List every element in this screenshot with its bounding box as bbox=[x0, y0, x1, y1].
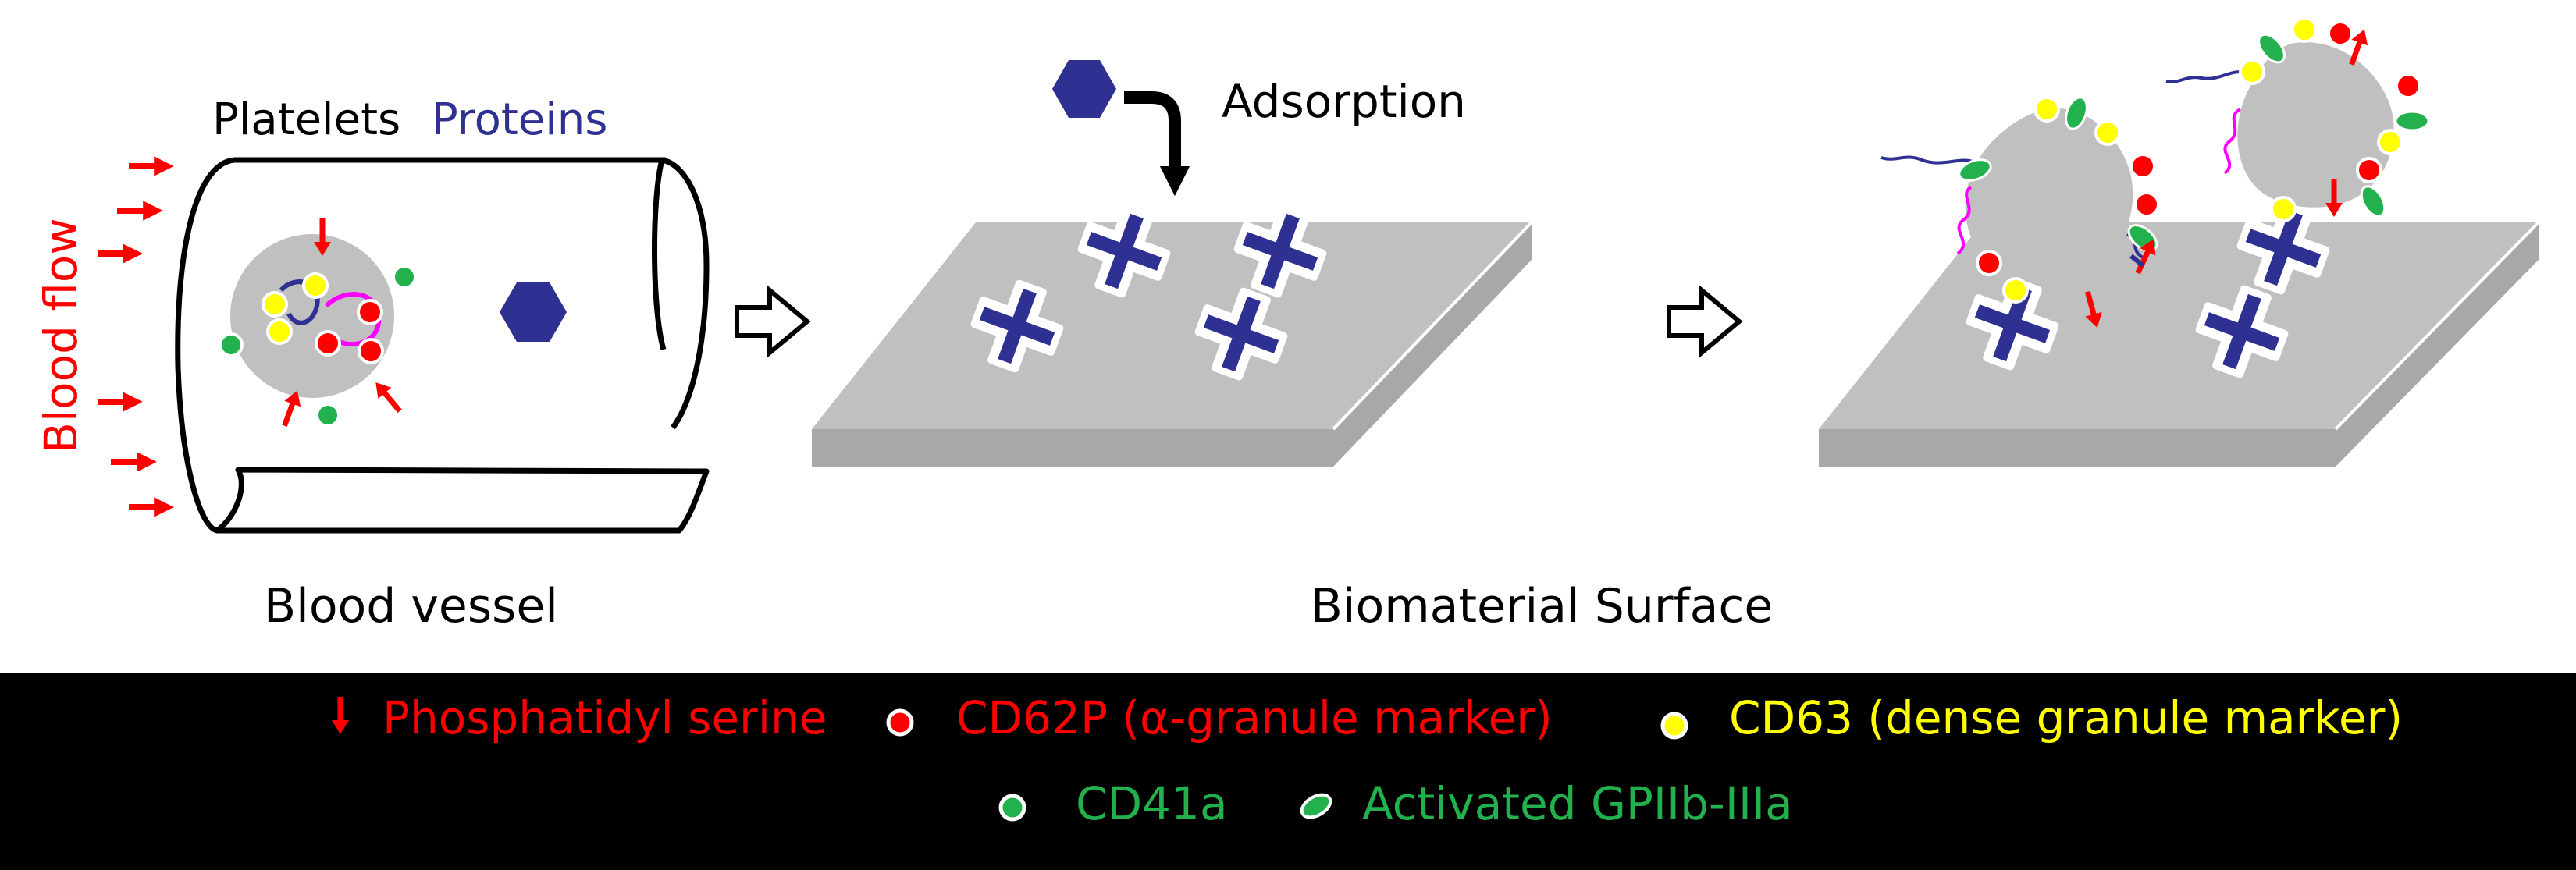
cd62p-dot bbox=[2327, 20, 2354, 47]
legend-bar: Phosphatidyl serine CD62P (α-granule mar… bbox=[0, 673, 2576, 870]
cd62p-dot bbox=[358, 338, 384, 364]
cd62p-dot bbox=[2356, 157, 2382, 183]
legend-item-cd62p: CD62P (α-granule marker) bbox=[886, 691, 1553, 744]
gpiib-oval bbox=[2394, 110, 2430, 132]
cd63-dot bbox=[2291, 16, 2318, 43]
cd62p-dot bbox=[2395, 73, 2421, 99]
legend-phosphatidyl-serine-label: Phosphatidyl serine bbox=[382, 691, 827, 744]
platelet-resting bbox=[219, 218, 417, 428]
biomaterial-surface-slab-2 bbox=[1819, 221, 2540, 467]
platelets-label: Platelets bbox=[212, 94, 400, 145]
cd63-dot bbox=[266, 318, 293, 345]
protein-hexagon bbox=[1052, 60, 1116, 118]
proteins-label: Proteins bbox=[432, 94, 607, 145]
phosphatidyl-serine-arrow bbox=[369, 377, 407, 417]
cd63-dot bbox=[1660, 712, 1688, 740]
legend-item-cd63: CD63 (dense granule marker) bbox=[1660, 691, 2403, 744]
cd41a-dot bbox=[392, 265, 417, 289]
cd63-dot bbox=[2270, 196, 2297, 222]
step-arrow-1 bbox=[737, 290, 807, 353]
step-arrow-2 bbox=[1669, 290, 1739, 353]
activation-panel bbox=[1819, 16, 2540, 467]
cd62p-dot bbox=[886, 708, 914, 737]
cd63-dot bbox=[2002, 277, 2029, 304]
vessel-tube bbox=[175, 157, 710, 534]
platelet-activated-2 bbox=[2165, 16, 2430, 222]
cd62p-dot bbox=[2133, 191, 2160, 218]
blood-vessel-panel: Blood flow Platelets Proteins bbox=[34, 94, 710, 634]
adsorption-panel: Adsorption bbox=[812, 60, 1533, 467]
cd63-dot bbox=[302, 272, 329, 299]
blood-flow-label: Blood flow bbox=[34, 218, 87, 453]
legend-cd63-label: CD63 (dense granule marker) bbox=[1729, 691, 2403, 744]
cd63-dot bbox=[2239, 59, 2265, 85]
legend-cd41a-label: CD41a bbox=[1076, 777, 1228, 830]
gpiib-oval bbox=[1300, 793, 1332, 819]
legend-item-phosphatidyl-serine: Phosphatidyl serine bbox=[332, 691, 827, 744]
protein-hexagon bbox=[500, 282, 567, 342]
legend-item-gpiib: Activated GPIIb-IIIa bbox=[1300, 777, 1793, 830]
cd41a-dot bbox=[998, 794, 1026, 822]
cd62p-dot bbox=[315, 330, 341, 357]
legend-cd62p-label: CD62P (α-granule marker) bbox=[956, 691, 1553, 744]
biomaterial-surface-slab-1 bbox=[812, 221, 1533, 467]
cd62p-dot bbox=[2129, 153, 2156, 179]
cd63-dot bbox=[262, 291, 288, 318]
blood-flow-arrows bbox=[98, 156, 174, 517]
cd63-dot bbox=[2094, 119, 2121, 146]
blood-vessel-label: Blood vessel bbox=[264, 579, 558, 634]
cd63-dot bbox=[2377, 129, 2403, 155]
cd63-dot bbox=[2033, 96, 2060, 123]
cd62p-dot bbox=[1976, 250, 2002, 276]
cd41a-dot bbox=[315, 403, 340, 428]
legend-gpiib-label: Activated GPIIb-IIIa bbox=[1362, 777, 1793, 830]
platelet-activated-1 bbox=[1880, 93, 2161, 330]
biomaterial-surface-label: Biomaterial Surface bbox=[1311, 579, 1774, 634]
legend-item-cd41a: CD41a bbox=[998, 777, 1228, 830]
cd41a-dot bbox=[219, 332, 244, 357]
adsorption-label: Adsorption bbox=[1222, 75, 1466, 128]
cd62p-dot bbox=[357, 299, 383, 325]
